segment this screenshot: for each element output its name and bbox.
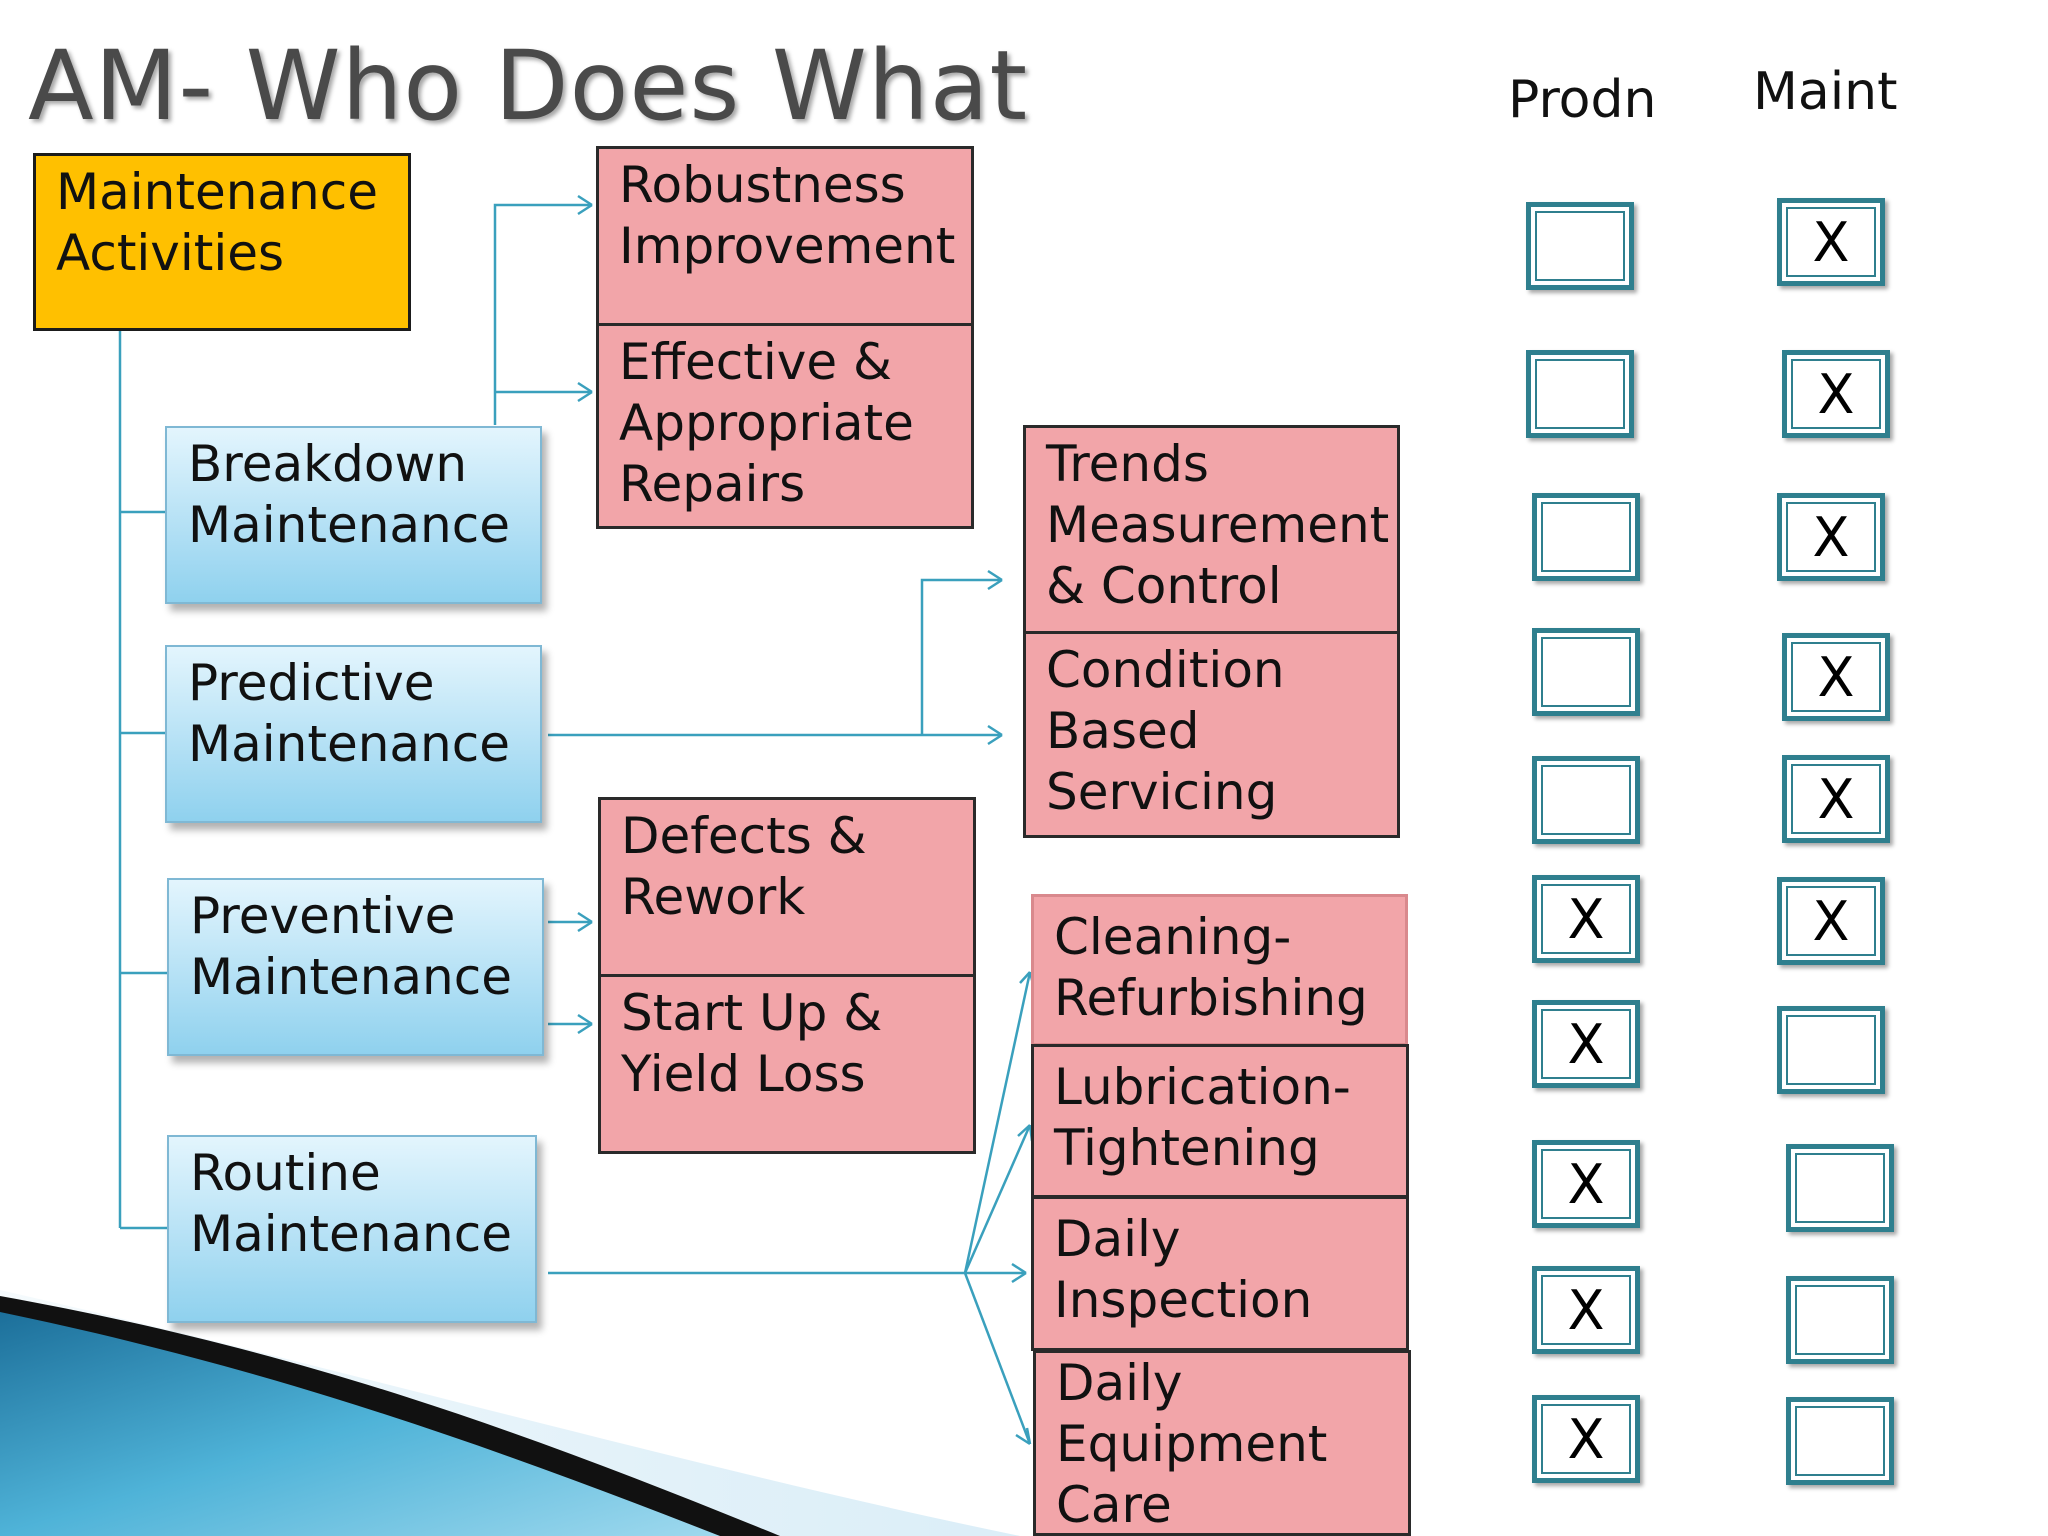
daily-inspection-node: Daily Inspection: [1031, 1196, 1409, 1351]
preventive-maintenance-node: Preventive Maintenance: [167, 878, 544, 1056]
lubrication-tightening-node: Lubrication- Tightening: [1031, 1044, 1409, 1198]
node-label: Maintenance: [190, 1205, 512, 1263]
prodn-checkbox[interactable]: X: [1532, 875, 1640, 963]
maint-checkbox[interactable]: [1786, 1144, 1894, 1232]
check-mark: X: [1567, 1012, 1605, 1076]
prodn-checkbox[interactable]: [1532, 756, 1640, 844]
check-mark: X: [1567, 1407, 1605, 1471]
node-label: Lubrication-: [1054, 1058, 1351, 1116]
maint-checkbox[interactable]: X: [1777, 877, 1885, 965]
node-label: Care: [1056, 1476, 1172, 1534]
prodn-checkbox[interactable]: X: [1532, 1395, 1640, 1483]
check-mark: [1531, 207, 1629, 285]
node-label: Effective &: [619, 333, 893, 391]
daily-equipment-care-node: Daily Equipment Care: [1033, 1350, 1411, 1536]
node-label: Condition: [1046, 641, 1285, 699]
breakdown-maintenance-node: Breakdown Maintenance: [165, 426, 542, 604]
node-label: Repairs: [619, 455, 806, 513]
node-label: Tightening: [1054, 1119, 1320, 1177]
predictive-maintenance-node: Predictive Maintenance: [165, 645, 542, 823]
node-label: Trends: [1046, 435, 1209, 493]
check-mark: [1782, 1011, 1880, 1089]
node-label: Improvement: [619, 217, 956, 275]
routine-maintenance-node: Routine Maintenance: [167, 1135, 537, 1323]
node-label: Activities: [56, 224, 285, 282]
trends-measurement-node: Trends Measurement & Control: [1023, 425, 1400, 635]
node-label: & Control: [1046, 557, 1282, 615]
maint-checkbox[interactable]: X: [1777, 493, 1885, 581]
prodn-column-header: Prodn: [1508, 70, 1657, 130]
node-label: Maintenance: [188, 496, 510, 554]
node-label: Preventive: [190, 887, 456, 945]
prodn-checkbox[interactable]: [1526, 350, 1634, 438]
check-mark: [1791, 1402, 1889, 1480]
prodn-checkbox[interactable]: [1532, 628, 1640, 716]
node-label: Daily: [1054, 1210, 1181, 1268]
maint-checkbox[interactable]: X: [1782, 633, 1890, 721]
node-label: Start Up &: [621, 984, 883, 1042]
check-mark: X: [1817, 767, 1855, 831]
maint-checkbox[interactable]: [1786, 1276, 1894, 1364]
check-mark: X: [1567, 1278, 1605, 1342]
node-label: Inspection: [1054, 1271, 1313, 1329]
node-label: Based: [1046, 702, 1200, 760]
startup-yield-loss-node: Start Up & Yield Loss: [598, 974, 976, 1154]
check-mark: [1531, 355, 1629, 433]
effective-repairs-node: Effective & Appropriate Repairs: [596, 323, 974, 529]
cleaning-refurbishing-node: Cleaning- Refurbishing: [1031, 894, 1408, 1046]
node-label: Maintenance: [190, 948, 512, 1006]
node-label: Routine: [190, 1144, 381, 1202]
check-mark: X: [1567, 1152, 1605, 1216]
node-label: Maintenance: [188, 715, 510, 773]
check-mark: X: [1817, 645, 1855, 709]
maint-checkbox[interactable]: [1786, 1397, 1894, 1485]
slide-title: AM- Who Does What: [28, 30, 1029, 142]
check-mark: [1791, 1149, 1889, 1227]
check-mark: X: [1812, 889, 1850, 953]
node-label: Robustness: [619, 156, 906, 214]
check-mark: [1537, 633, 1635, 711]
check-mark: X: [1812, 505, 1850, 569]
maint-column-header: Maint: [1753, 62, 1898, 122]
defects-rework-node: Defects & Rework: [598, 797, 976, 977]
node-label: Yield Loss: [621, 1045, 866, 1103]
check-mark: X: [1567, 887, 1605, 951]
node-label: Servicing: [1046, 763, 1278, 821]
node-label: Measurement: [1046, 496, 1390, 554]
prodn-checkbox[interactable]: X: [1532, 1140, 1640, 1228]
condition-based-servicing-node: Condition Based Servicing: [1023, 631, 1400, 838]
prodn-checkbox[interactable]: X: [1532, 1000, 1640, 1088]
node-label: Defects &: [621, 807, 867, 865]
node-label: Cleaning-: [1054, 908, 1292, 966]
node-label: Refurbishing: [1054, 969, 1368, 1027]
prodn-checkbox[interactable]: [1532, 493, 1640, 581]
node-label: Appropriate: [619, 394, 914, 452]
robustness-improvement-node: Robustness Improvement: [596, 146, 974, 326]
maint-checkbox[interactable]: X: [1777, 198, 1885, 286]
check-mark: [1537, 498, 1635, 576]
maintenance-activities-node: Maintenance Activities: [33, 153, 411, 331]
check-mark: X: [1812, 210, 1850, 274]
node-label: Daily: [1056, 1354, 1183, 1412]
prodn-checkbox[interactable]: [1526, 202, 1634, 290]
maint-checkbox[interactable]: [1777, 1006, 1885, 1094]
check-mark: [1791, 1281, 1889, 1359]
check-mark: [1537, 761, 1635, 839]
node-label: Breakdown: [188, 435, 468, 493]
check-mark: X: [1817, 362, 1855, 426]
maint-checkbox[interactable]: X: [1782, 755, 1890, 843]
node-label: Predictive: [188, 654, 435, 712]
node-label: Rework: [621, 868, 806, 926]
node-label: Maintenance: [56, 163, 378, 221]
prodn-checkbox[interactable]: X: [1532, 1266, 1640, 1354]
node-label: Equipment: [1056, 1415, 1328, 1473]
maint-checkbox[interactable]: X: [1782, 350, 1890, 438]
